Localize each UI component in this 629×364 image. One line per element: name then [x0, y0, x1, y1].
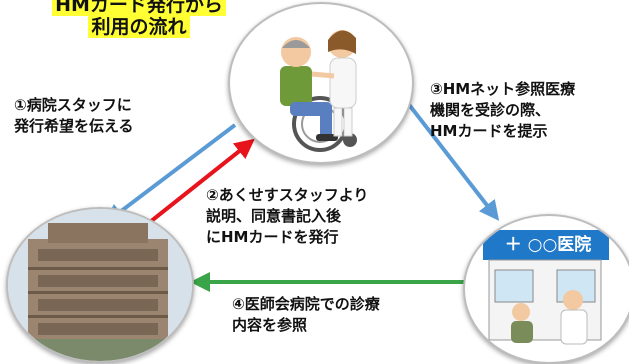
- step-3-label: ③HMネット参照医療 機関を受診の際、 HMカードを提示: [430, 80, 576, 140]
- clinic-sign-label: ＋ ○○医院: [504, 235, 592, 255]
- hospital-node: [6, 207, 194, 363]
- arrow-step2: [148, 138, 255, 224]
- step-4-label: ④医師会病院での診療 内容を参照: [232, 295, 380, 334]
- clinic-node: ＋ ○○医院: [463, 214, 629, 364]
- arrow-step3: [405, 100, 500, 221]
- flow-arrows: [104, 100, 500, 292]
- clinic-illustration: [483, 230, 609, 345]
- diagram-title: HMカード発行から 利用の流れ: [44, 0, 234, 38]
- patient-wheelchair-illustration: [280, 30, 357, 152]
- title-line-2: 利用の流れ: [88, 16, 190, 38]
- step-2-label: ②あくせすスタッフより 説明、同意書記入後 にHMカードを発行: [206, 186, 369, 246]
- arrow-step1: [104, 123, 237, 225]
- step-1-label: ①病院スタッフに 発行希望を伝える: [14, 96, 134, 135]
- title-line-1: HMカード発行から: [52, 0, 226, 16]
- hospital-building-photo: [8, 209, 192, 361]
- patient-node: [228, 2, 414, 164]
